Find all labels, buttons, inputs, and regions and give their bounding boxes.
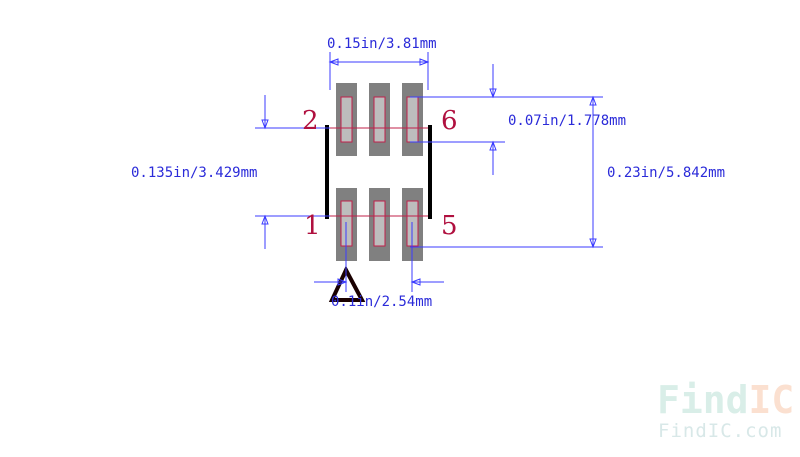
total-height-dimension-label: 0.23in/5.842mm — [607, 165, 725, 181]
dimension-lines — [255, 52, 603, 292]
pad-row-top — [336, 83, 423, 156]
pad-3-outline — [373, 200, 386, 247]
pin-label-1: 1 — [304, 211, 321, 241]
watermark-logo-ic: IC — [749, 378, 795, 422]
pad-6-outline — [406, 96, 419, 143]
watermark-logo-find: Find — [657, 378, 749, 422]
silkscreen-outline — [325, 125, 432, 219]
pad-row-bottom — [336, 188, 423, 261]
pitch-dimension-label: 0.1in/2.54mm — [331, 294, 432, 310]
pin-label-2: 2 — [302, 106, 319, 136]
watermark-url: FindIC.com — [658, 420, 782, 442]
findic-watermark: FindIC FindIC.com — [657, 378, 794, 442]
pin-label-6: 6 — [441, 106, 458, 136]
pad-height-dimension-label: 0.07in/1.778mm — [508, 113, 626, 129]
watermark-logo: FindIC — [657, 378, 794, 422]
row-span-dimension-label: 0.135in/3.429mm — [131, 165, 257, 181]
pin-label-5: 5 — [441, 211, 458, 241]
width-dimension-label: 0.15in/3.81mm — [327, 36, 437, 52]
pin-center-lines — [325, 127, 432, 217]
pad-4-outline — [373, 96, 386, 143]
pad-2-outline — [340, 96, 353, 143]
